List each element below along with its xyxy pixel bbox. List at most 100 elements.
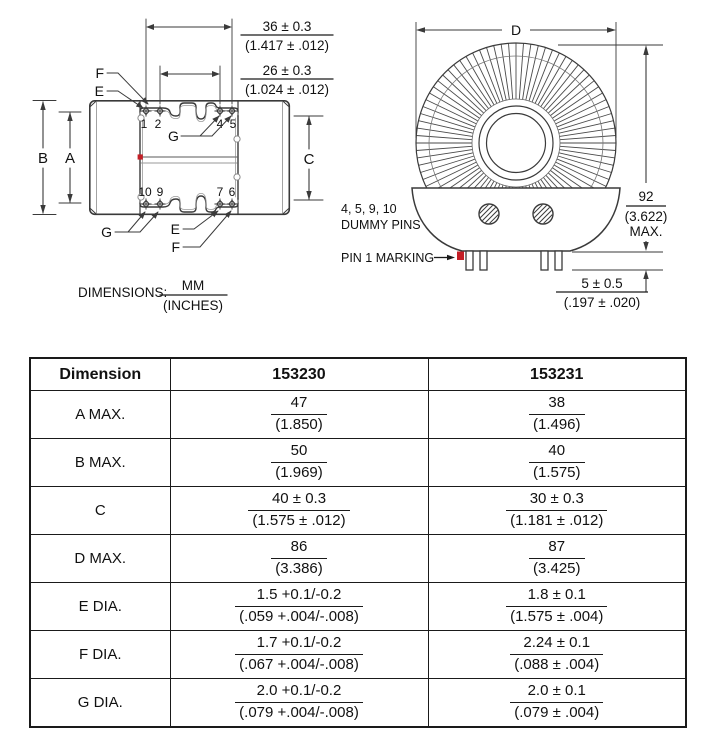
value-mm: 50 — [271, 442, 327, 463]
value-in: (.079 ± .004) — [514, 704, 600, 721]
value-cell: 87(3.425) — [427, 534, 687, 583]
value-in: (.059 +.004/-.008) — [239, 608, 359, 625]
table-row: B MAX. 50(1.969) 40(1.575) — [29, 438, 687, 487]
units-note: DIMENSIONS: MM (INCHES) — [78, 278, 228, 313]
dimension-5: 5 ± 0.5 (.197 ± .020) — [556, 251, 663, 310]
height-dimensions: B A C — [32, 100, 324, 215]
dim-5-mm: 5 ± 0.5 — [581, 276, 622, 291]
label-a: A — [65, 150, 75, 167]
dimension-92: 92 (3.622) MAX. — [558, 44, 667, 251]
label-e-top: E — [95, 83, 104, 99]
value-cell: 1.7 +0.1/-0.2(.067 +.004/-.008) — [169, 630, 429, 679]
value-mm: 30 ± 0.3 — [506, 490, 608, 511]
row-label: F DIA. — [29, 630, 171, 679]
value-cell: 47(1.850) — [169, 390, 429, 439]
value-mm: 2.0 ± 0.1 — [510, 682, 604, 703]
dim-26-in: (1.024 ± .012) — [245, 82, 329, 97]
value-cell: 86(3.386) — [169, 534, 429, 583]
value-cell: 1.5 +0.1/-0.2(.059 +.004/-.008) — [169, 582, 429, 631]
dimension-d: D — [415, 22, 617, 138]
value-cell: 50(1.969) — [169, 438, 429, 487]
pin-number-6: 6 — [229, 185, 236, 199]
toroid-top-view: D 92 (3.622) MAX. 5 ± 0.5 (.197 ± .020) — [341, 22, 667, 310]
value-cell: 2.0 +0.1/-0.2(.079 +.004/-.008) — [169, 678, 429, 728]
value-mm: 38 — [528, 394, 585, 415]
col-header-153230: 153230 — [169, 357, 429, 391]
col-header-dimension: Dimension — [29, 357, 171, 391]
toroid-winding-inner-ring — [471, 98, 561, 188]
dimension-table: Dimension 153230 153231 A MAX. 47(1.850)… — [29, 357, 687, 728]
dimension-26: 26 ± 0.3 (1.024 ± .012) — [159, 63, 334, 105]
dim-92-mm: 92 — [638, 189, 653, 204]
pin-number-9: 9 — [157, 185, 164, 199]
dummy-pins-line2: DUMMY PINS — [341, 218, 421, 232]
value-cell: 1.8 ± 0.1(1.575 ± .004) — [427, 582, 687, 631]
center-hole-inner — [485, 112, 547, 174]
pin-number-7: 7 — [217, 185, 224, 199]
bobbin-body-outline — [89, 100, 291, 216]
row-label: A MAX. — [29, 390, 171, 439]
value-mm: 1.5 +0.1/-0.2 — [235, 586, 363, 607]
value-mm: 47 — [271, 394, 327, 415]
pin-number-2: 2 — [155, 117, 162, 131]
label-g-bottom: G — [101, 224, 112, 240]
value-in: (.088 ± .004) — [514, 656, 600, 673]
screw-right-hatch — [533, 204, 553, 224]
value-in: (.067 +.004/-.008) — [239, 656, 359, 673]
dim-36-in: (1.417 ± .012) — [245, 38, 329, 53]
value-mm: 87 — [528, 538, 585, 559]
pin1-marking-label: PIN 1 MARKING — [341, 251, 434, 265]
value-cell: 40(1.575) — [427, 438, 687, 487]
value-in: (3.425) — [532, 560, 581, 577]
row-label: C — [29, 486, 171, 535]
value-in: (3.386) — [275, 560, 323, 577]
value-in: (1.181 ± .012) — [510, 512, 604, 529]
table-header-row: Dimension 153230 153231 — [29, 357, 687, 391]
technical-drawings: 36 ± 0.3 (1.417 ± .012) 26 ± 0.3 (1.024 … — [32, 18, 667, 313]
value-mm: 40 ± 0.3 — [248, 490, 350, 511]
units-label: DIMENSIONS: — [78, 285, 167, 300]
value-mm: 2.0 +0.1/-0.2 — [235, 682, 363, 703]
value-cell: 2.24 ± 0.1(.088 ± .004) — [427, 630, 687, 679]
base-pins — [465, 250, 563, 271]
label-d: D — [511, 22, 521, 38]
pin — [554, 250, 563, 271]
table-row: C 40 ± 0.3(1.575 ± .012) 30 ± 0.3(1.181 … — [29, 486, 687, 535]
pin-number-1: 1 — [141, 117, 148, 131]
label-f-top: F — [95, 65, 104, 81]
value-cell: 30 ± 0.3(1.181 ± .012) — [427, 486, 687, 535]
value-mm: 40 — [528, 442, 585, 463]
window-bottom-edge-inner — [139, 192, 239, 210]
pin1-marking-arrow — [447, 254, 455, 261]
table-row: A MAX. 47(1.850) 38(1.496) — [29, 390, 687, 439]
label-e-bottom: E — [171, 221, 180, 237]
pin — [465, 250, 474, 271]
label-b: B — [38, 150, 48, 167]
table-row: F DIA. 1.7 +0.1/-0.2(.067 +.004/-.008) 2… — [29, 630, 687, 679]
pin-number-4: 4 — [217, 117, 224, 131]
dim-26-mm: 26 ± 0.3 — [263, 63, 312, 78]
label-g-top: G — [168, 128, 179, 144]
value-mm: 1.8 ± 0.1 — [506, 586, 608, 607]
dim-5-in: (.197 ± .020) — [564, 295, 640, 310]
table-row: G DIA. 2.0 +0.1/-0.2(.079 +.004/-.008) 2… — [29, 678, 687, 728]
dimension-table-wrap: Dimension 153230 153231 A MAX. 47(1.850)… — [29, 357, 687, 728]
value-in: (.079 +.004/-.008) — [239, 704, 359, 721]
table-row: E DIA. 1.5 +0.1/-0.2(.059 +.004/-.008) 1… — [29, 582, 687, 631]
value-in: (1.969) — [275, 464, 323, 481]
pin-numbers: 1 2 4 5 10 9 7 6 — [138, 117, 236, 199]
dummy-pins-line1: 4, 5, 9, 10 — [341, 202, 397, 216]
pin — [540, 250, 549, 271]
label-c: C — [304, 151, 315, 168]
col-header-153231: 153231 — [427, 357, 687, 391]
value-cell: 40 ± 0.3(1.575 ± .012) — [169, 486, 429, 535]
pin-1-red-mark — [457, 251, 464, 260]
hole-leaders-bottom: G E F — [101, 210, 232, 255]
value-in: (1.575 ± .012) — [252, 512, 346, 529]
red-index-mark — [137, 154, 143, 160]
value-in: (1.575 ± .004) — [510, 608, 604, 625]
pin — [479, 250, 488, 271]
window-top-edge-inner — [139, 105, 239, 123]
value-cell: 38(1.496) — [427, 390, 687, 439]
